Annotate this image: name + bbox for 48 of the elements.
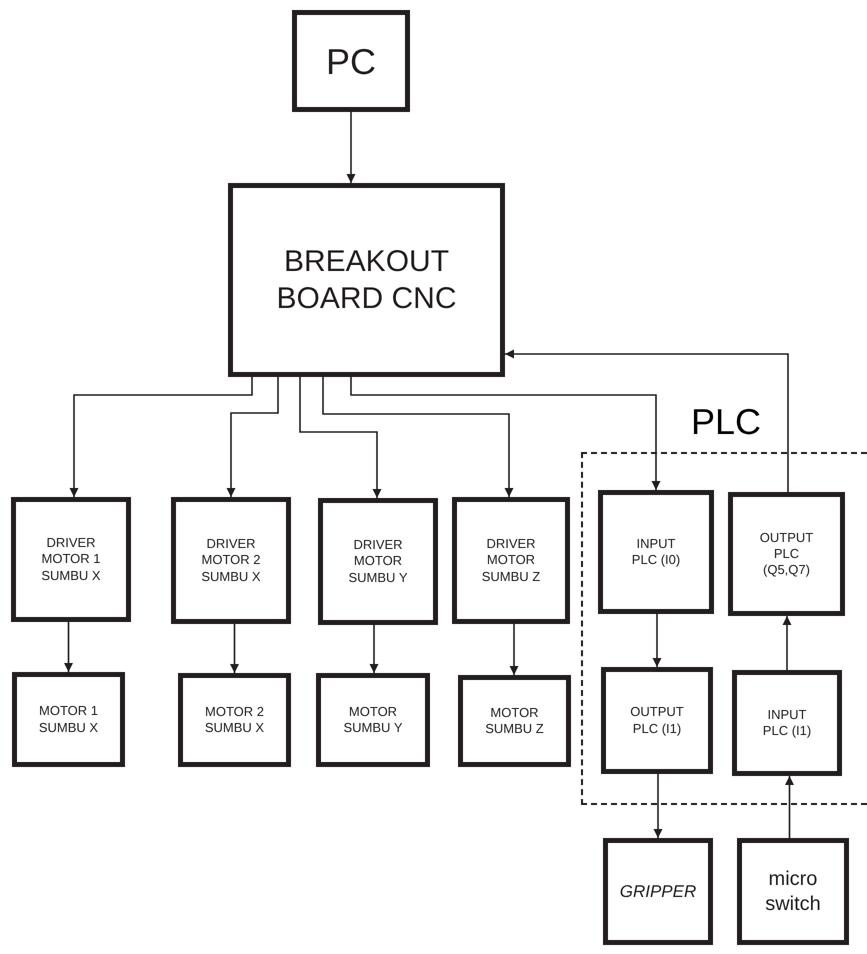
arrow — [230, 624, 239, 673]
box-label: MOTOR SUMBU Z — [484, 704, 545, 738]
box-label: INPUT PLC (I0) — [630, 536, 682, 568]
block-box — [12, 672, 125, 767]
box-label: MOTOR SUMBU Y — [342, 704, 404, 736]
box-label: BREAKOUT BOARD CNC — [275, 244, 458, 317]
box-label: OUTPUT PLC (Q5,Q7) — [758, 530, 814, 578]
block-box — [171, 497, 291, 624]
block-box — [598, 490, 714, 614]
block-box — [228, 183, 505, 377]
arrow — [346, 112, 356, 183]
block-box — [737, 838, 849, 945]
block-box — [728, 492, 845, 616]
arrow — [785, 776, 794, 838]
block-box — [318, 498, 438, 625]
box-label: MOTOR 2 SUMBU X — [204, 704, 266, 736]
box-label: DRIVER MOTOR 2 SUMBU X — [200, 536, 262, 585]
box-label: micro switch — [764, 866, 822, 916]
block-box — [292, 10, 410, 112]
block-box — [458, 675, 571, 767]
block-box — [11, 497, 131, 622]
box-label: GRIPPER — [620, 880, 696, 902]
block-box — [316, 673, 430, 767]
block-box — [452, 497, 570, 624]
block-box — [603, 838, 713, 945]
box-label: DRIVER MOTOR SUMBU Y — [348, 537, 408, 586]
arrow — [226, 377, 279, 497]
arrow — [510, 624, 518, 675]
block-box — [178, 673, 291, 767]
box-label: DRIVER MOTOR SUMBU Z — [480, 536, 542, 585]
box-label: INPUT PLC (I1) — [762, 706, 812, 740]
box-label: MOTOR 1 SUMBU X — [38, 703, 100, 736]
arrow — [782, 616, 792, 670]
arrow — [322, 377, 514, 497]
box-label: OUTPUT PLC (I1) — [629, 704, 685, 737]
arrow — [299, 377, 382, 498]
arrow — [70, 377, 253, 497]
group-heading: PLC — [691, 404, 762, 440]
block-box — [601, 667, 713, 774]
box-label: DRIVER MOTOR 1 SUMBU X — [40, 535, 102, 584]
box-label: PC — [326, 40, 376, 84]
arrow — [505, 350, 789, 492]
block-box — [732, 670, 842, 776]
arrow — [654, 774, 662, 838]
arrow — [350, 377, 660, 490]
arrow — [370, 625, 378, 673]
arrow — [64, 622, 73, 672]
arrow — [652, 614, 662, 667]
